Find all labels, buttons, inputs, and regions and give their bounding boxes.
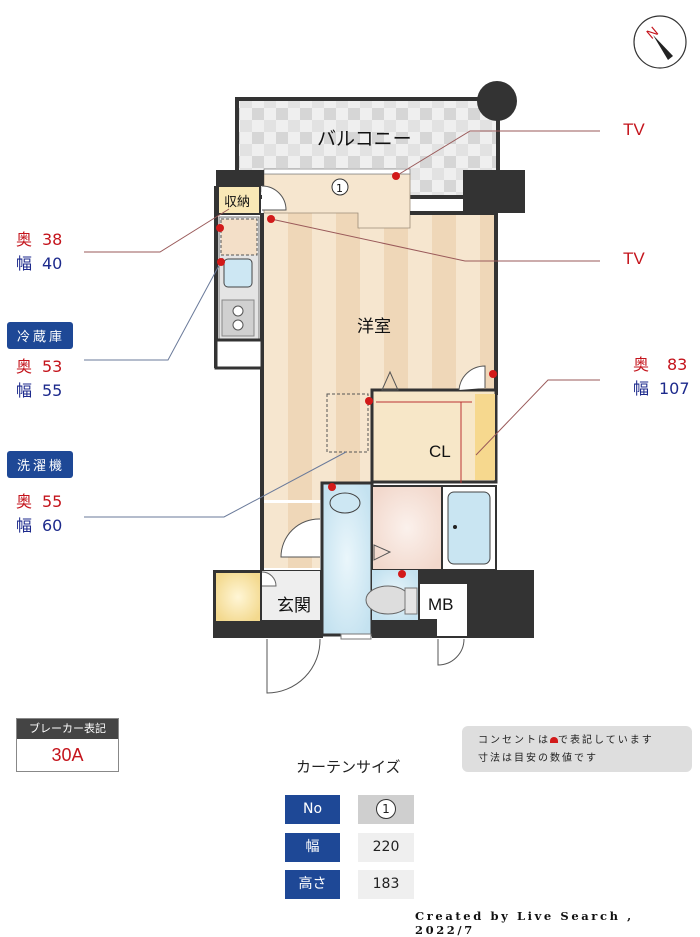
curtain-marker-label: 1 <box>336 182 343 195</box>
fridge-tag: 冷蔵庫 <box>7 322 74 349</box>
outlet-icon <box>398 570 406 578</box>
compass-icon: N <box>633 15 687 69</box>
shoe-box <box>216 573 260 621</box>
mb-label: MB <box>428 595 454 614</box>
breaker-value: 30A <box>51 745 84 765</box>
floor-plan: 収納 CL 玄関 MB バルコニー 洋室 1 <box>84 81 600 694</box>
toilet-icon <box>365 585 411 615</box>
note-line2: 寸法は目安の数値です <box>478 753 598 764</box>
curtain-row: 高さ 183 <box>285 870 415 899</box>
outlet-icon <box>392 172 400 180</box>
closet-label: CL <box>429 442 451 461</box>
storage <box>217 185 261 215</box>
breaker-title: ブレーカー表記 <box>17 719 118 739</box>
curtain-row: 幅 220 <box>285 833 415 862</box>
entrance-label: 玄関 <box>277 596 311 616</box>
western-room-label: 洋室 <box>357 317 391 337</box>
outlet-icon <box>217 258 225 266</box>
curtain-row: No 1 <box>285 795 415 824</box>
north-arrow-icon <box>653 35 673 60</box>
wall <box>463 170 525 213</box>
washer-tag: 洗濯機 <box>7 451 74 478</box>
curtain-value-height: 183 <box>358 870 414 899</box>
curtain-header-height: 高さ <box>285 870 340 899</box>
tv-label-bottom: TV <box>623 249 645 268</box>
breaker-box: ブレーカー表記 30A <box>16 718 119 772</box>
stove-icon <box>221 299 255 337</box>
note-line1-post: で表記しています <box>558 735 654 746</box>
column <box>477 81 517 121</box>
sink-icon <box>223 258 253 288</box>
outlets <box>216 172 497 578</box>
curtain-header-width: 幅 <box>285 833 340 862</box>
curtain-marker <box>331 178 349 196</box>
shower-room <box>371 485 443 571</box>
window-sash <box>263 168 411 175</box>
balcony-label: バルコニー <box>317 128 412 150</box>
leader-lines <box>84 130 600 518</box>
tv-label-top: TV <box>623 120 645 139</box>
outlet-icon <box>328 483 336 491</box>
outlet-icon <box>365 397 373 405</box>
note-box: コンセントはで表記しています 寸法は目安の数値です <box>462 726 692 772</box>
storage-label: 収納 <box>224 195 250 210</box>
washbasin-icon <box>329 492 361 514</box>
outlet-icon <box>216 224 224 232</box>
bathtub-icon <box>447 491 491 565</box>
curtain-value-no: 1 <box>358 795 414 824</box>
note-line1-pre: コンセントは <box>478 735 550 746</box>
outlet-icon <box>267 215 275 223</box>
compass: N <box>632 14 688 70</box>
washer-space <box>326 393 369 453</box>
curtain-header-no: No <box>285 795 340 824</box>
curtain-value-width: 220 <box>358 833 414 862</box>
outlet-icon <box>489 370 497 378</box>
outlet-icon <box>550 737 558 743</box>
western-room <box>262 213 496 393</box>
curtain-title: カーテンサイズ <box>296 758 401 776</box>
